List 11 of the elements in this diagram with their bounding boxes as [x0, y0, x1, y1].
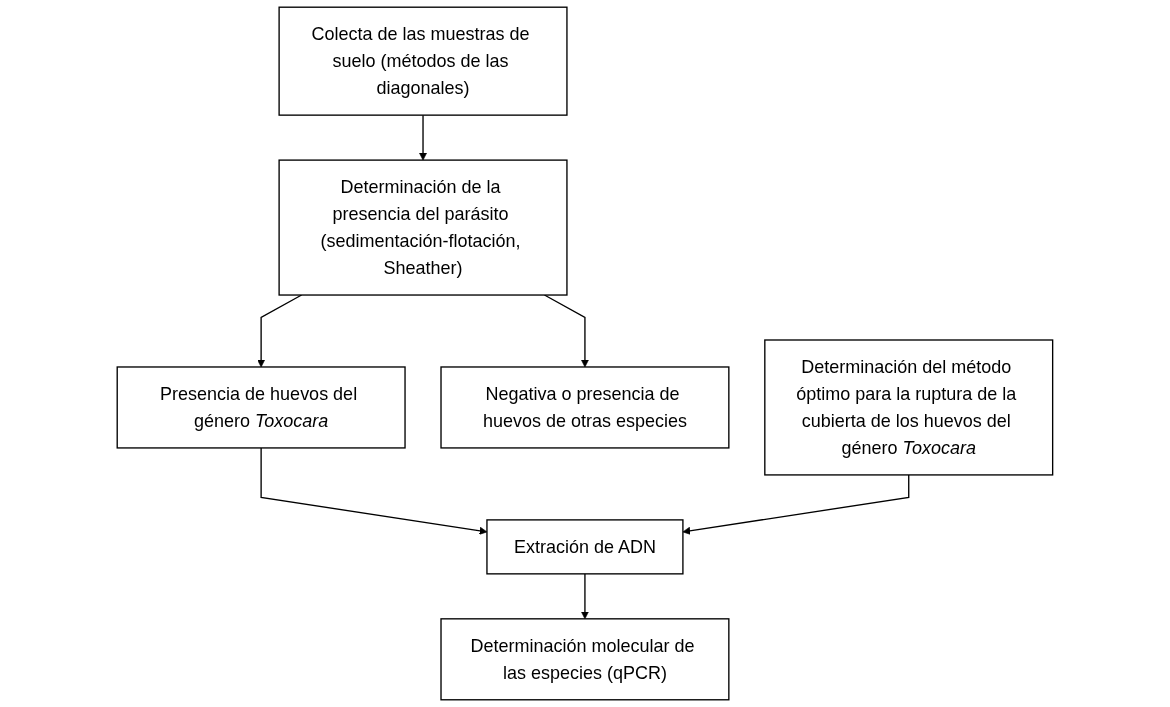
arrow — [260, 447, 488, 535]
node-box: Colecta de las muestras de suelo (métodos de las diagonales) — [278, 6, 568, 116]
arrow — [682, 474, 910, 535]
node-box: Presencia de huevos del género Toxocara — [116, 366, 406, 449]
node-box: Negativa o presencia de huevos de otras especies — [440, 366, 730, 449]
arrow — [419, 114, 428, 161]
node-box: Extración de ADN — [486, 519, 684, 575]
node-box: Determinación de la presencia del parásito (sedimentación-flotación, Sheather) — [278, 159, 568, 296]
node-box: Determinación molecular de las especies (qPCR) — [440, 618, 730, 701]
arrow — [581, 573, 589, 620]
node-box: Determinación del método óptimo para la ruptura de la cubierta de los huevos del género Toxocara — [764, 339, 1054, 476]
